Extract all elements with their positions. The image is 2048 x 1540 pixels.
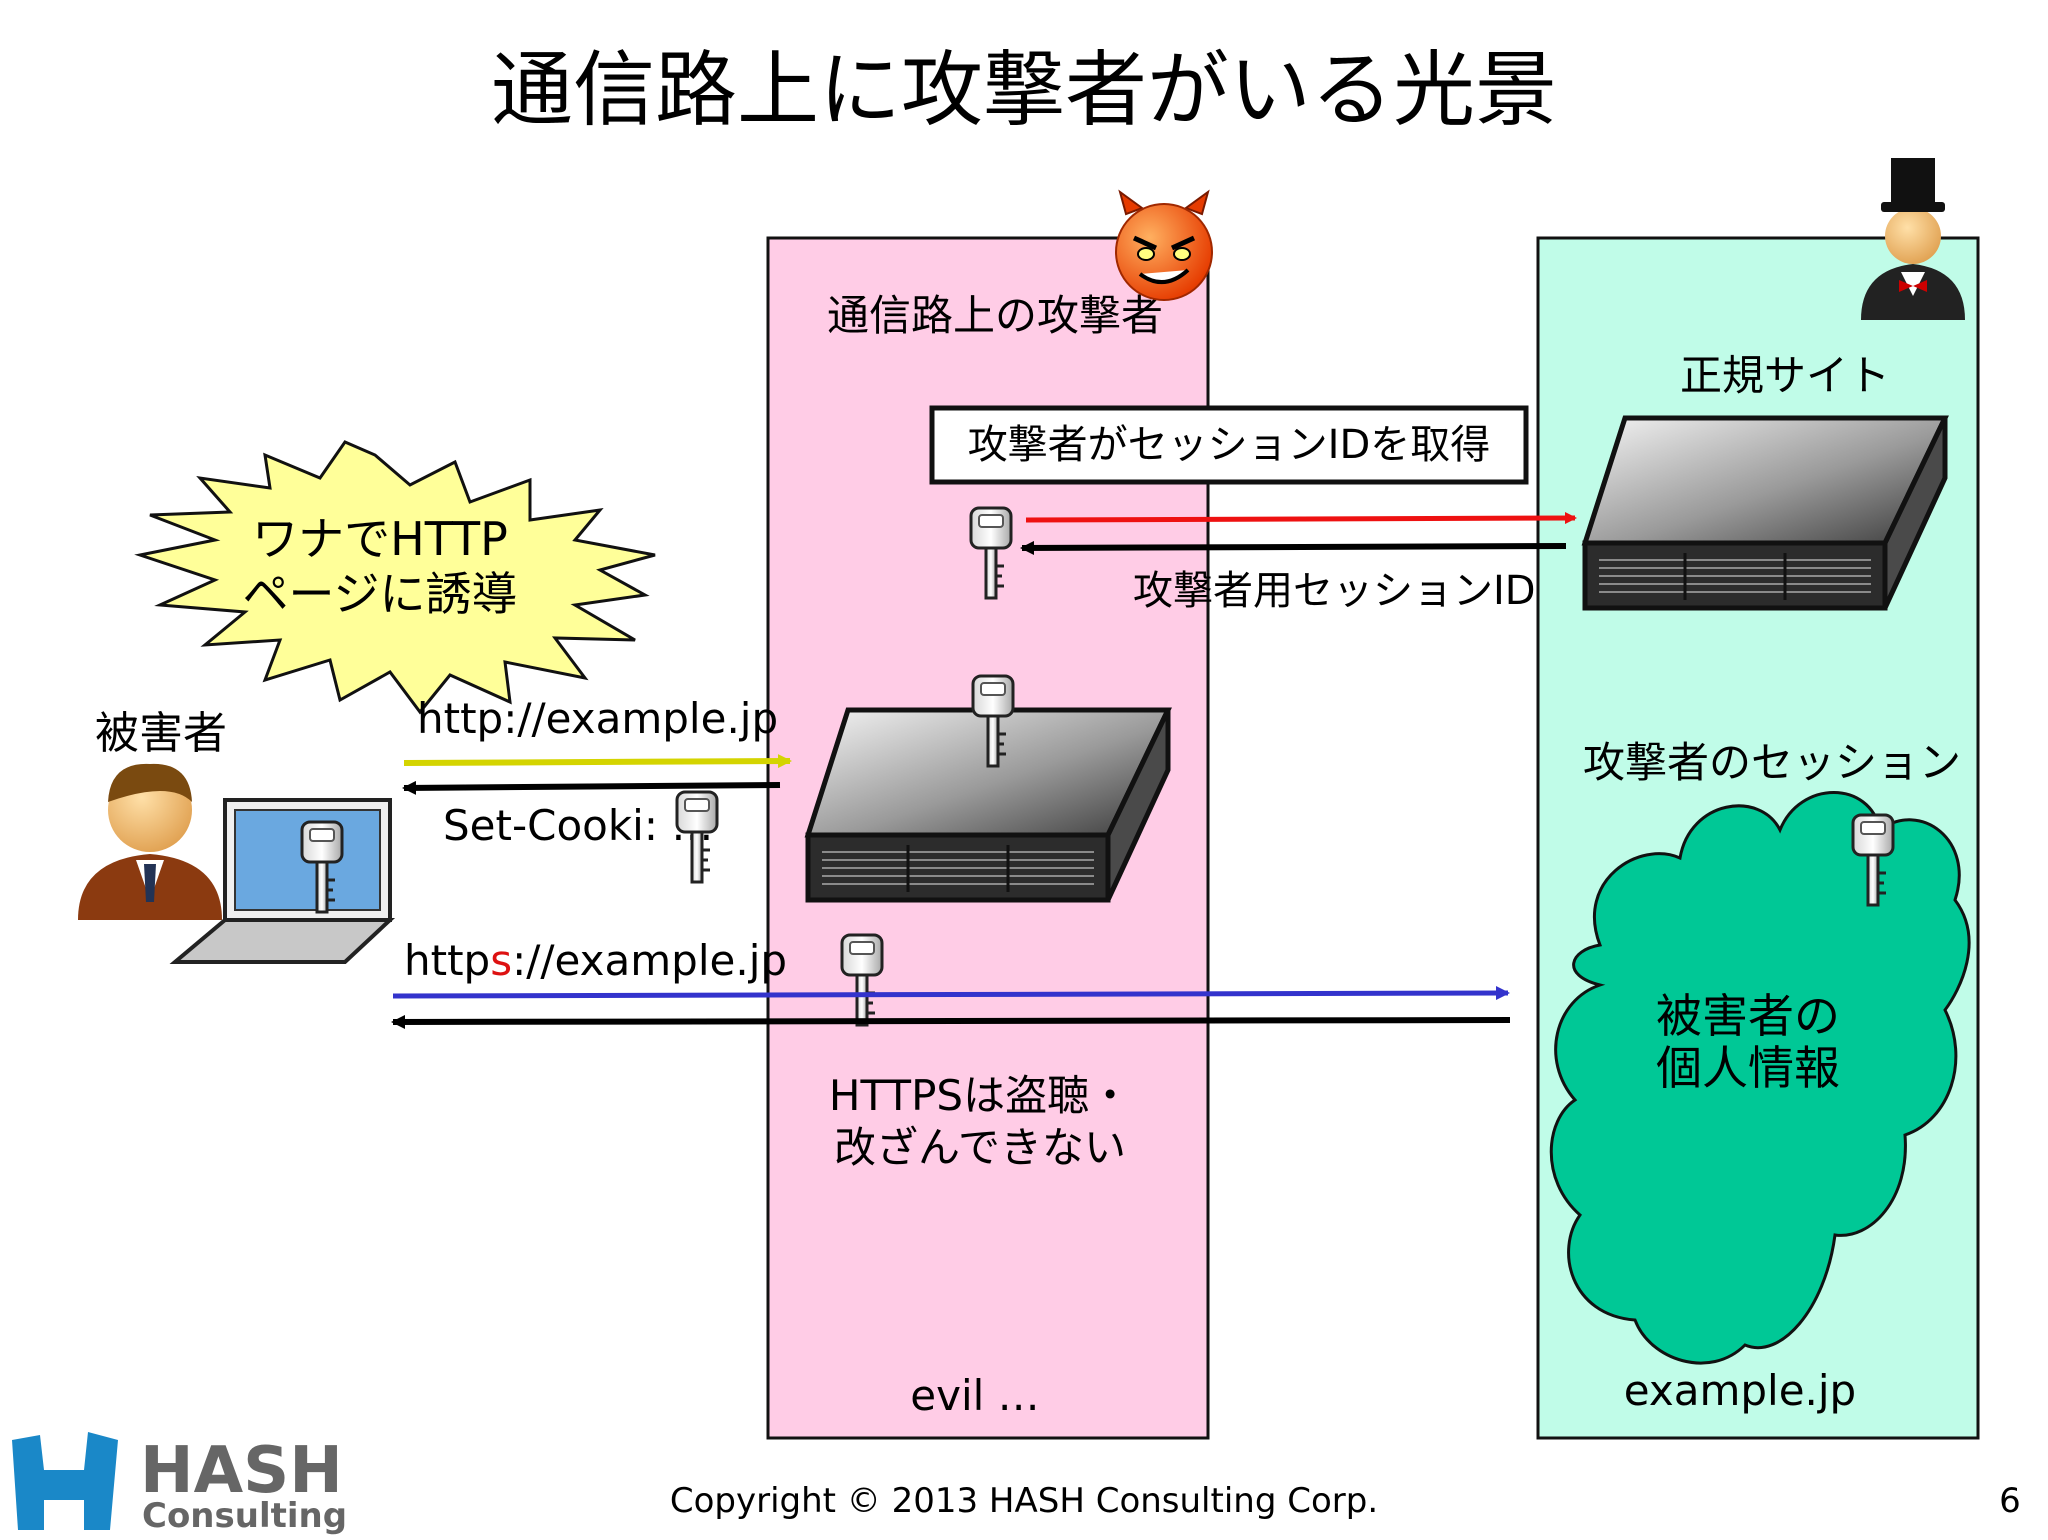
cloud-text-line2: 個人情報 <box>1656 1041 1840 1095</box>
legit-server-icon <box>1585 418 1945 608</box>
attacker-panel-label: 通信路上の攻撃者 <box>827 291 1163 340</box>
page-number: 6 <box>1999 1481 2021 1521</box>
victim-label: 被害者 <box>95 708 227 759</box>
https-s-highlight: s <box>490 936 512 985</box>
steal-request-arrow <box>1025 512 1577 525</box>
site-domain-label: example.jp <box>1624 1366 1856 1415</box>
attacker-domain-label: evil … <box>910 1371 1039 1420</box>
steal-callout: 攻撃者がセッションIDを取得 <box>929 405 1529 485</box>
http-url-label: http://example.jp <box>417 694 778 743</box>
https-prefix: http <box>404 936 490 985</box>
burst-shape <box>134 440 656 715</box>
trap-burst: ワナでHTTP ページに誘導 <box>134 440 656 715</box>
cloud-text-line1: 被害者の <box>1656 989 1840 1043</box>
attacker-session-id-label: 攻撃者用セッションID <box>1133 568 1536 614</box>
victim-user-icon <box>78 763 222 920</box>
steal-box <box>929 405 1529 485</box>
hash-logo-text: HASH <box>140 1434 343 1508</box>
copyright-text: Copyright © 2013 HASH Consulting Corp. <box>670 1481 1378 1521</box>
https-note-line2: 改ざんできない <box>834 1123 1126 1172</box>
site-panel-label: 正規サイト <box>1680 351 1890 400</box>
https-url-label: https://example.jp <box>404 936 787 985</box>
site-owner-icon <box>1861 158 1965 320</box>
burst-text-line1: ワナでHTTP <box>252 512 508 566</box>
hash-logo: HASH Consulting <box>12 1432 347 1536</box>
steal-box-text: 攻撃者がセッションIDを取得 <box>968 422 1491 468</box>
https-note-line1: HTTPSは盗聴・ <box>829 1071 1131 1120</box>
http-request-arrow <box>403 754 792 769</box>
session-id-response-arrow <box>1020 540 1567 555</box>
attacker-session-label: 攻撃者のセッション <box>1583 738 1961 787</box>
burst-text-line2: ページに誘導 <box>242 567 517 621</box>
set-cookie-arrow <box>402 780 781 795</box>
https-suffix: ://example.jp <box>512 936 787 985</box>
https-response-arrow <box>391 1014 1511 1029</box>
set-cookie-label: Set-Cooki: … <box>443 801 713 850</box>
hash-logo-mark <box>12 1432 118 1530</box>
slide-title: 通信路上に攻撃者がいる光景 <box>491 43 1557 138</box>
devil-icon <box>1115 189 1213 301</box>
session-cloud <box>1549 791 1971 1365</box>
hash-logo-subtext: Consulting <box>142 1496 347 1536</box>
https-request-arrow <box>392 986 1510 1001</box>
